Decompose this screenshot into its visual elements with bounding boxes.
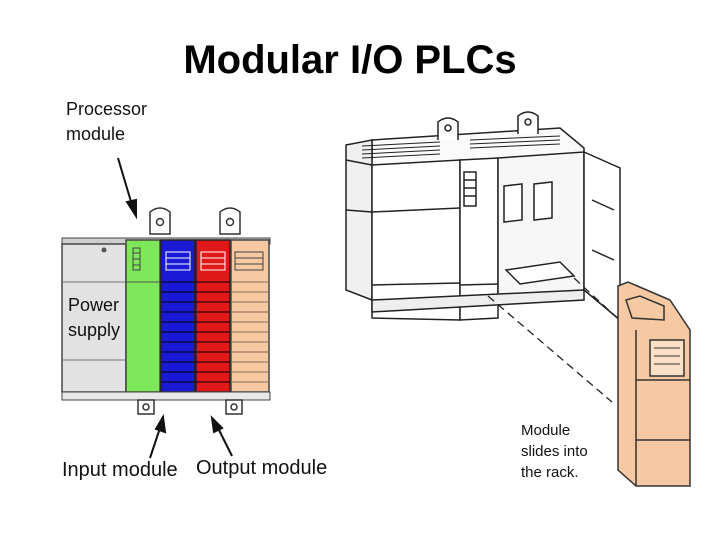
slide-title: Modular I/O PLCs bbox=[183, 38, 517, 82]
module-slides-label-line-3: the rack. bbox=[521, 464, 579, 481]
power-supply-label-line-1: Power bbox=[68, 295, 120, 315]
rack-line-drawing bbox=[345, 111, 621, 322]
slide-guide-lines bbox=[487, 277, 631, 403]
mounting-tab-bottom-right bbox=[225, 399, 243, 415]
power-supply-label: Power supply bbox=[68, 293, 120, 343]
processor-module-label-line-2: module bbox=[66, 124, 126, 144]
power-supply-label-line-2: supply bbox=[68, 320, 121, 340]
processor-module bbox=[125, 239, 161, 393]
output-module bbox=[195, 239, 231, 393]
arrow-output bbox=[210, 415, 233, 457]
output-module-label: Output module bbox=[196, 457, 328, 479]
processor-module-label-line-1: Processor bbox=[66, 99, 148, 119]
mounting-tab-top-right bbox=[219, 207, 241, 235]
module-slides-label: Module slides into the rack. bbox=[521, 420, 588, 483]
module-slides-label-line-1: Module bbox=[521, 422, 571, 439]
sliding-module bbox=[617, 281, 691, 487]
mounting-tab-top-left bbox=[149, 207, 171, 235]
input-module-label: Input module bbox=[62, 459, 178, 481]
arrow-input bbox=[149, 413, 167, 459]
mounting-tab-bottom-left bbox=[137, 399, 155, 415]
processor-module-label: Processor module bbox=[66, 97, 147, 147]
arrow-processor bbox=[117, 157, 137, 220]
module-slides-label-line-2: slides into bbox=[521, 443, 588, 460]
